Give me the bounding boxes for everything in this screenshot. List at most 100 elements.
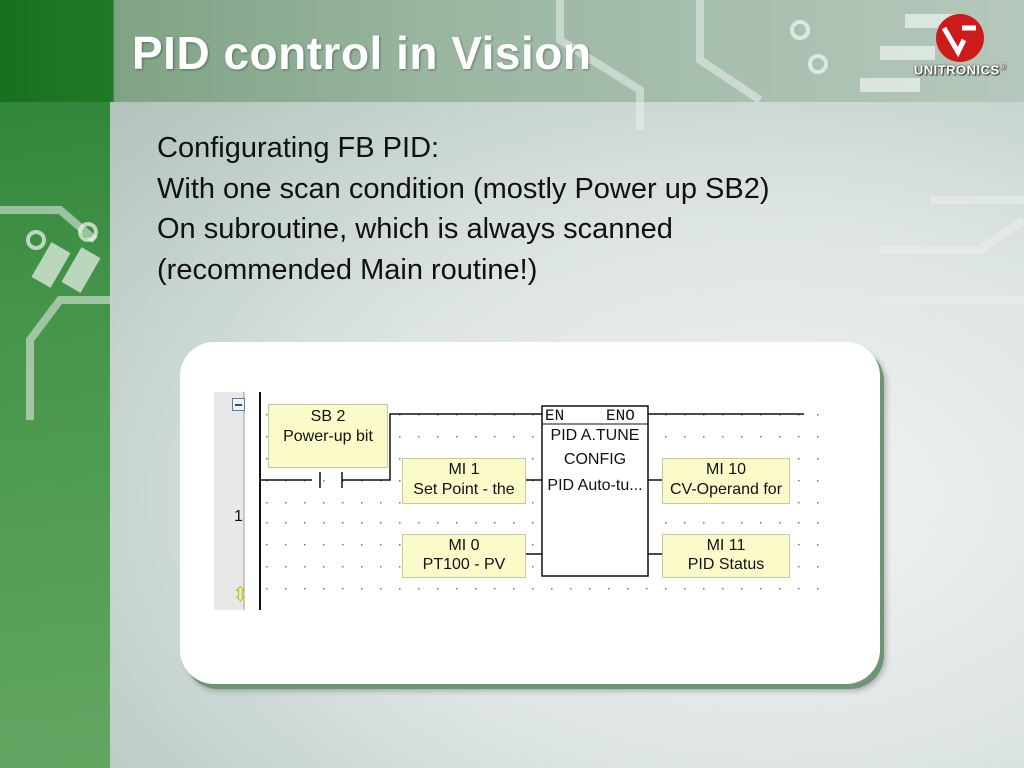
grid-dot <box>266 414 268 416</box>
slide-title: PID control in Vision <box>132 27 592 79</box>
collapse-icon[interactable] <box>232 398 245 411</box>
grid-dot <box>399 458 401 460</box>
grid-dot <box>304 566 306 568</box>
grid-dot <box>361 566 363 568</box>
output-desc: PID Status <box>687 556 765 573</box>
grid-dot <box>399 566 401 568</box>
grid-dot <box>798 458 800 460</box>
grid-dot <box>304 502 306 504</box>
grid-dot <box>266 588 268 590</box>
grid-dot <box>665 436 667 438</box>
grid-dot <box>342 566 344 568</box>
grid-dot <box>380 522 382 524</box>
grid-dot <box>437 436 439 438</box>
grid-dot <box>798 588 800 590</box>
ladder-wiring <box>214 392 819 610</box>
grid-dot <box>532 566 534 568</box>
grid-dot <box>798 522 800 524</box>
grid-dot <box>798 436 800 438</box>
grid-dot <box>532 502 534 504</box>
slide-body: Configurating FB PID: With one scan cond… <box>157 128 770 290</box>
grid-dot <box>475 522 477 524</box>
grid-dot <box>703 436 705 438</box>
grid-dot <box>418 588 420 590</box>
grid-dot <box>361 502 363 504</box>
input-name: MI 1 <box>448 461 480 478</box>
grid-dot <box>817 544 819 546</box>
grid-dot <box>266 458 268 460</box>
output-mi10[interactable]: MI 10 CV-Operand for <box>662 458 790 504</box>
grid-dot <box>703 522 705 524</box>
grid-dot <box>380 588 382 590</box>
output-desc: CV-Operand for <box>669 481 783 498</box>
output-name: MI 10 <box>705 461 746 478</box>
input-mi1[interactable]: MI 1 Set Point - the <box>402 458 526 504</box>
input-desc: PT100 - PV <box>422 556 506 573</box>
grid-dot <box>361 522 363 524</box>
grid-dot <box>323 502 325 504</box>
grid-dot <box>798 544 800 546</box>
grid-dot <box>513 522 515 524</box>
grid-dot <box>722 522 724 524</box>
grid-dot <box>817 414 819 416</box>
grid-dot <box>418 522 420 524</box>
grid-dot <box>342 522 344 524</box>
grid-dot <box>342 502 344 504</box>
grid-dot <box>323 544 325 546</box>
grid-dot <box>399 588 401 590</box>
grid-dot <box>475 436 477 438</box>
grid-dot <box>456 588 458 590</box>
grid-dot <box>684 436 686 438</box>
title-band <box>0 0 1024 102</box>
contact-name: SB 2 <box>310 408 346 425</box>
grid-dot <box>285 544 287 546</box>
grid-dot <box>817 522 819 524</box>
grid-dot <box>817 480 819 482</box>
grid-dot <box>437 588 439 590</box>
grid-dot <box>817 502 819 504</box>
grid-dot <box>608 588 610 590</box>
grid-dot <box>494 522 496 524</box>
output-mi11[interactable]: MI 11 PID Status <box>662 534 790 578</box>
grid-dot <box>817 436 819 438</box>
grid-dot <box>665 522 667 524</box>
grid-dot <box>817 566 819 568</box>
grid-dot <box>798 502 800 504</box>
grid-dot <box>361 544 363 546</box>
grid-dot <box>494 588 496 590</box>
grid-dot <box>722 588 724 590</box>
grid-dot <box>323 480 325 482</box>
grid-dot <box>285 502 287 504</box>
grid-dot <box>646 588 648 590</box>
grid-dot <box>266 502 268 504</box>
input-desc: Set Point - the <box>413 481 515 498</box>
grid-dot <box>399 502 401 504</box>
block-title: PID A.TUNE <box>550 427 640 444</box>
grid-dot <box>456 522 458 524</box>
body-line-2: With one scan condition (mostly Power up… <box>157 172 770 205</box>
grid-dot <box>779 522 781 524</box>
grid-dot <box>741 436 743 438</box>
contact-sb2[interactable]: SB 2 Power-up bit <box>268 404 388 468</box>
grid-dot <box>266 436 268 438</box>
grid-dot <box>684 522 686 524</box>
grid-dot <box>323 566 325 568</box>
grid-dot <box>684 588 686 590</box>
grid-dot <box>342 588 344 590</box>
grid-dot <box>380 544 382 546</box>
resize-arrows-icon[interactable]: ⇳ <box>232 584 249 606</box>
grid-dot <box>399 522 401 524</box>
grid-dot <box>779 436 781 438</box>
grid-dot <box>323 522 325 524</box>
grid-dot <box>798 566 800 568</box>
grid-dot <box>475 588 477 590</box>
grid-dot <box>304 588 306 590</box>
grid-dot <box>741 522 743 524</box>
logo-registered-mark: ® <box>999 62 1007 71</box>
block-en-pin: EN <box>545 407 565 425</box>
grid-dot <box>722 436 724 438</box>
ladder-diagram: SB 2 Power-up bit MI 1 Set Point - the M… <box>214 392 844 610</box>
grid-dot <box>494 436 496 438</box>
block-eno-pin: ENO <box>606 407 635 425</box>
input-mi0[interactable]: MI 0 PT100 - PV <box>402 534 526 578</box>
